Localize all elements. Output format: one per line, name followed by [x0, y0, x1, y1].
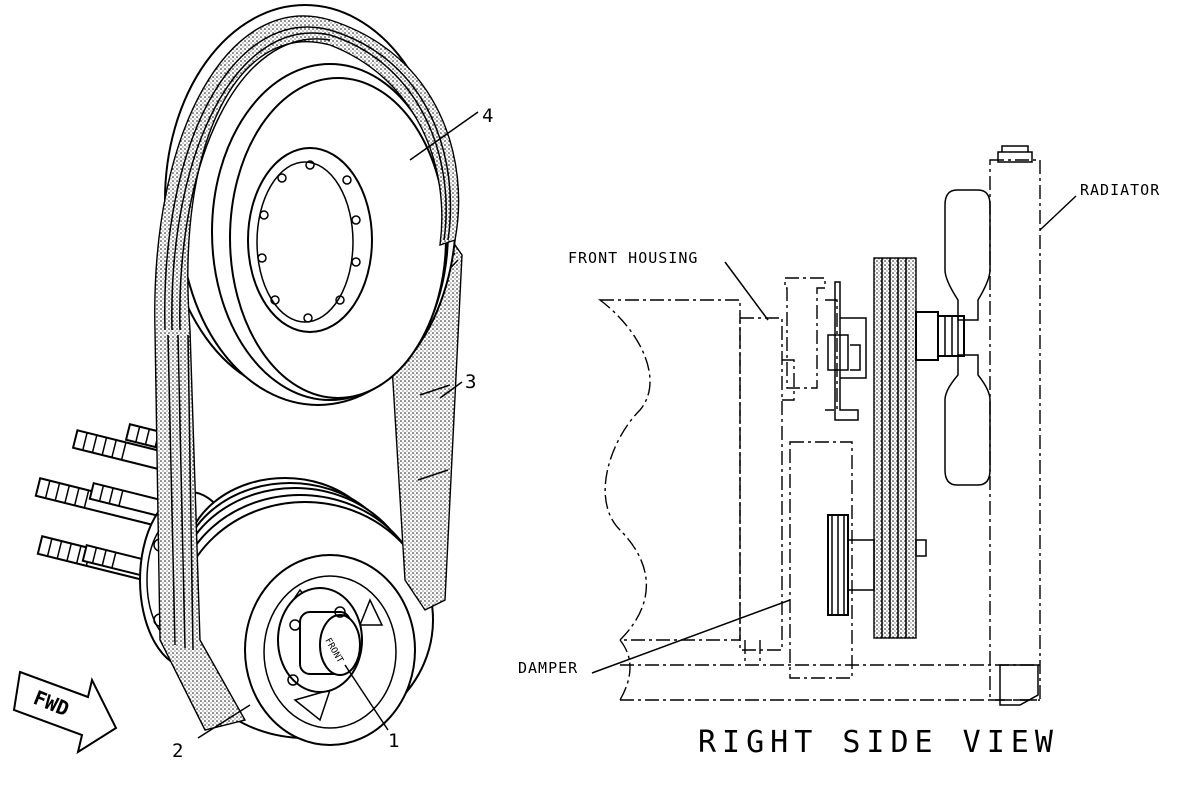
view-caption: RIGHT SIDE VIEW — [698, 725, 1059, 760]
engine-block-outline — [597, 299, 741, 641]
upper-pulley — [164, 4, 457, 406]
upper-pulley-bore — [247, 147, 373, 333]
callout-2: 2 — [172, 740, 183, 762]
callout-3: 3 — [465, 371, 476, 393]
radiator — [989, 145, 1041, 706]
radiator-leader — [1039, 195, 1077, 231]
callout-1: 1 — [388, 730, 399, 752]
fan-blade — [944, 189, 991, 486]
callout-4: 4 — [482, 105, 493, 127]
crankshaft-pulley-face: FRONT — [244, 554, 416, 746]
radiator-label: RADIATOR — [1080, 181, 1160, 199]
forward-arrow: FWD — [12, 670, 118, 755]
damper-label: DAMPER — [518, 659, 578, 677]
front-housing-label: FRONT HOUSING — [568, 249, 698, 267]
front-housing — [739, 317, 783, 651]
water-pump-bracket — [827, 281, 867, 421]
mounting-studs — [34, 423, 190, 588]
damper-leader — [591, 599, 791, 674]
front-housing-leader — [724, 261, 769, 321]
damper-outline — [789, 441, 853, 679]
right-side-view: FRONT HOUSING RADIATOR DAMPER RIGHT SIDE… — [518, 145, 1160, 760]
isometric-belt-assembly: FRONT FWD 4 3 2 1 — [12, 4, 493, 762]
belt-left-run — [154, 15, 460, 731]
callout-leaders — [197, 111, 479, 739]
base-frame — [620, 640, 1040, 701]
crank-pulley-side — [827, 514, 927, 616]
fan-pulley — [873, 257, 965, 639]
